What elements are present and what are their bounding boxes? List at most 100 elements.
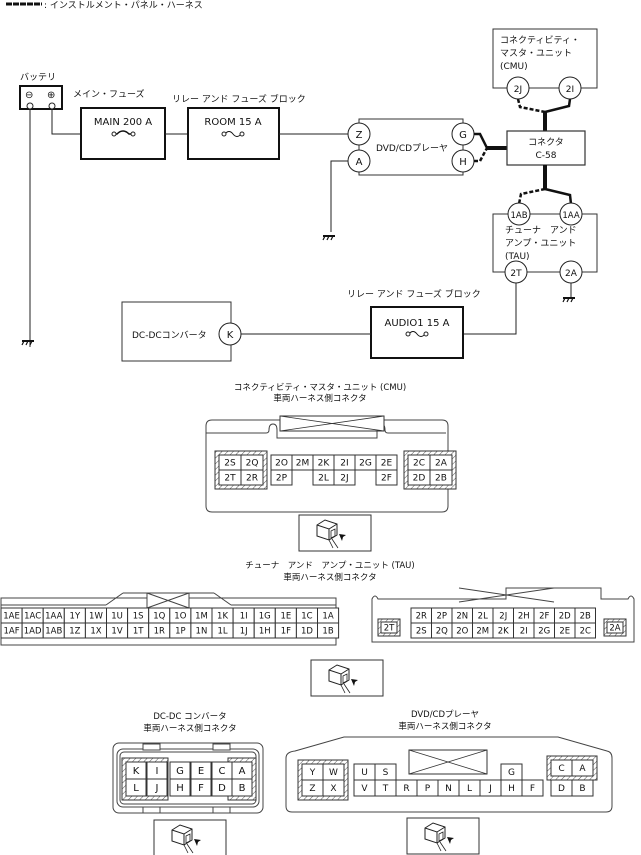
dcdc-connector-subtitle: 車両ハーネス側コネクタ — [143, 723, 236, 734]
connector-pin-label: G — [176, 766, 184, 777]
cmu-connector-subtitle: 車両ハーネス側コネクタ — [273, 393, 366, 404]
legend-label: : インストルメント・パネル・ハーネス — [44, 0, 203, 11]
connector-pin-label: 1AE — [3, 612, 20, 622]
room-fuse-box — [187, 107, 280, 160]
connector-pin-cell — [606, 621, 624, 634]
connector-pin-label: 1S — [133, 612, 144, 622]
connector-pin-label: T — [382, 784, 389, 794]
connector-pin-label: 1F — [281, 627, 291, 637]
connector-pin-label: 2S — [416, 627, 427, 637]
audio-fuse-label: AUDIO1 15 A — [385, 318, 450, 329]
dcdc-connector-title: DC-DC コンバータ — [153, 712, 226, 722]
connector-pin-label: 1H — [259, 627, 271, 637]
connector-pin-label: H — [176, 783, 184, 794]
connector-pin-label: H — [508, 784, 515, 794]
connector-pin-label: 1K — [217, 612, 228, 622]
svg-text:G: G — [459, 130, 467, 141]
svg-text:2T: 2T — [510, 269, 522, 279]
connector-pin-cell — [521, 779, 544, 797]
connector-pin-label: 1R — [154, 627, 165, 637]
cmu-label-3: (CMU) — [500, 62, 528, 72]
connector-pin-cell — [190, 778, 212, 797]
connector-pin-label: K — [133, 766, 140, 777]
connector-pin-label: 2A — [435, 459, 448, 469]
tau-connector-title: チューナ アンド アンプ・ユニット (TAU) — [245, 561, 414, 571]
connector-pin-label: 2K — [498, 627, 509, 637]
connector-pin-label: L — [133, 783, 139, 794]
connector-pin-label: 2R — [416, 612, 427, 622]
connector-pin-label: 2E — [381, 459, 393, 469]
connector-pin-label: 1G — [259, 612, 271, 622]
connector-pin-label: 1T — [133, 627, 144, 637]
connector-pin-cell — [375, 469, 398, 486]
dvd-pin-z — [347, 122, 371, 146]
connector-view-icon — [406, 817, 480, 855]
connector-pin-label: 1Z — [69, 627, 80, 637]
connector-pin-label: A — [239, 766, 246, 777]
dvd-label: DVD/CDプレーヤ — [376, 143, 448, 154]
connector-pin-cell — [231, 778, 253, 797]
connector-pin-label: F — [530, 784, 535, 794]
connector-pin-label: 1J — [240, 627, 248, 637]
c58-label-1: コネクタ — [528, 137, 564, 148]
connector-pin-label: 2P — [276, 474, 288, 484]
tau-label-3: (TAU) — [505, 252, 530, 262]
svg-text:A: A — [356, 157, 363, 168]
connector-pin-label: 1L — [217, 627, 227, 637]
connector-pin-label: 2G — [538, 627, 550, 637]
connector-pin-label: 1X — [90, 627, 101, 637]
connector-pin-label: 2B — [435, 474, 447, 484]
connector-pin-label: 2F — [539, 612, 549, 622]
connector-pin-label: 2H — [518, 612, 530, 622]
connector-pin-label: 2S — [224, 459, 236, 469]
connector-pin-label: 2Q — [436, 627, 448, 637]
svg-text:1AA: 1AA — [562, 211, 579, 221]
connector-pin-cell — [574, 622, 596, 639]
svg-text:H: H — [459, 157, 467, 168]
svg-text:1AB: 1AB — [510, 211, 527, 221]
cmu-label-1: コネクティビティ・ — [500, 35, 580, 46]
connector-pin-label: 2K — [318, 459, 331, 469]
connector-pin-label: B — [239, 783, 246, 794]
connector-pin-label: 2O — [275, 459, 288, 469]
connector-pin-label: 2L — [318, 474, 329, 484]
connector-pin-label: 1O — [174, 612, 186, 622]
audio-fuse-box — [370, 306, 464, 359]
connector-pin-label: 1E — [280, 612, 291, 622]
connector-pin-label: D — [558, 784, 565, 794]
connector-pin-cell — [322, 779, 345, 797]
connector-pin-label: J — [155, 783, 159, 794]
connector-pin-label: G — [508, 768, 515, 778]
connector-pin-label: F — [198, 783, 204, 794]
connector-pin-label: 2C — [413, 459, 425, 469]
connector-pin-label: 2D — [559, 612, 571, 622]
connector-pin-label: U — [361, 768, 368, 778]
connector-c58 — [506, 130, 586, 166]
tau-label-2: アンプ・ユニット — [505, 238, 576, 249]
connector-pin-label: E — [198, 766, 204, 777]
connector-pin-cell — [317, 622, 340, 639]
main-fuse-box — [80, 107, 166, 160]
main-fuse-title: メイン・フューズ — [73, 88, 145, 100]
connector-pin-label: 2M — [476, 627, 489, 637]
connector-pin-label: 2O — [456, 627, 468, 637]
connector-pin-label: 1V — [111, 627, 122, 637]
dvd-player-box — [358, 118, 464, 176]
connector-pin-label: A — [579, 764, 586, 774]
connector-pin-cell — [333, 469, 356, 486]
connector-pin-label: 2I — [520, 627, 528, 637]
connector-pin-cell — [500, 763, 523, 781]
connector-pin-cell — [571, 759, 594, 777]
fuse-icon — [408, 331, 426, 337]
connector-pin-label: 2M — [296, 459, 310, 469]
connector-pin-label: 2D — [413, 474, 426, 484]
cmu-connector-title: コネクティビティ・マスタ・ユニット (CMU) — [234, 383, 406, 393]
battery-minus-icon: ⊖ — [25, 90, 33, 101]
connector-pin-label: 2L — [478, 612, 488, 622]
battery-label: バッテリ — [20, 72, 56, 83]
ground-icon — [322, 235, 336, 241]
connector-pin-label: W — [329, 768, 338, 778]
